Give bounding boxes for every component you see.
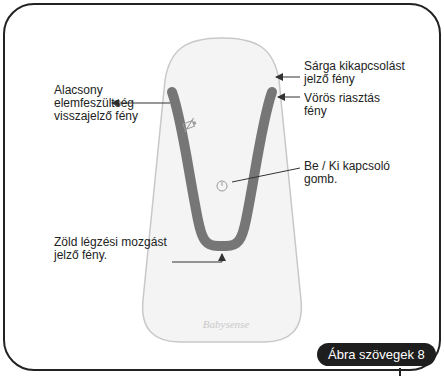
indicator-label: Zöld légzési mozgást jelző fény. — [54, 236, 170, 262]
indicator-label: Alacsony elemfeszültség visszajelző fény — [54, 84, 162, 124]
figure-tab: Ábra szövegek 8 — [317, 343, 436, 366]
button-label: Be / Ki kapcsoló gomb. — [304, 160, 402, 186]
tab-text: Ábra szövegek 8 — [328, 347, 425, 362]
indicator-label: Vörös riasztás fény — [304, 92, 394, 118]
brand-logo: Babysense — [196, 318, 256, 330]
indicator-label: Sárga kikapcsolást jelző fény — [304, 60, 422, 86]
